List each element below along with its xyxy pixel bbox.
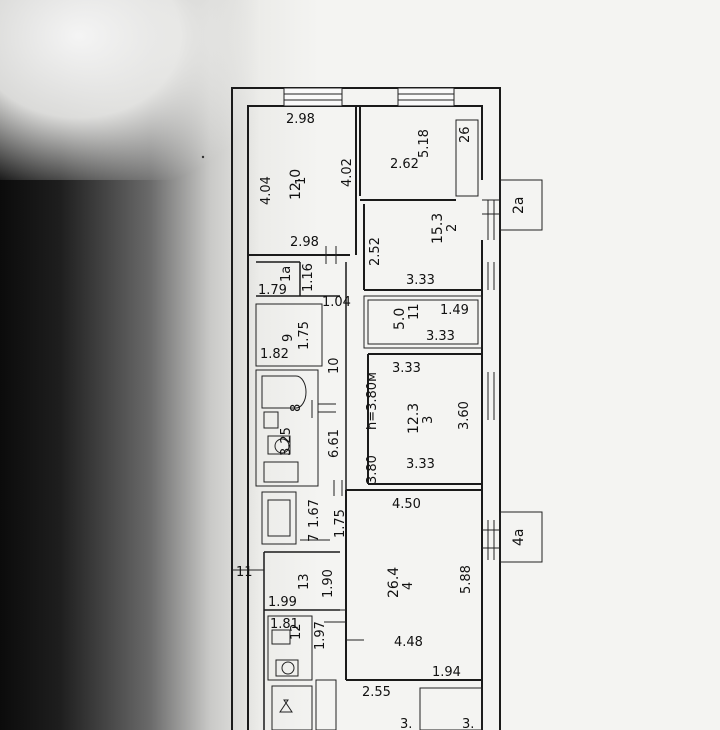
room3-number: 3 (421, 416, 436, 424)
room13-dim-h: 1.90 (321, 569, 336, 598)
room13-dim-w: 1.99 (268, 595, 297, 610)
stair-label: 11 (236, 565, 253, 580)
room1-number: 1 (294, 177, 309, 185)
room7-dim-h: 1.67 (307, 499, 322, 528)
room7-number: 7 (307, 534, 322, 542)
room9-dim-w: 1.82 (260, 347, 289, 362)
room11-area: 5.0 (392, 308, 408, 330)
room4-dim-right: 5.88 (459, 565, 474, 594)
room-10: 10 6.61 (327, 357, 342, 458)
room2-dim-corner: 26 (458, 126, 473, 143)
room3-height-note: h=3.80м (365, 372, 380, 430)
room1-dim-bottom: 2.98 (290, 235, 319, 250)
bottom-partial-dim-2: 3. (462, 717, 474, 730)
room2-dim-inner: 2.62 (390, 157, 419, 172)
room9-number: 9 (281, 334, 296, 342)
room8-number: 8 (289, 404, 304, 412)
room10-dim-h: 6.61 (327, 429, 342, 458)
room11-dim-h: 1.49 (440, 303, 469, 318)
room-11: 1.49 11 5.0 3.33 (392, 303, 469, 344)
light-patch (0, 0, 260, 180)
room2-dim-bottom: 3.33 (406, 273, 435, 288)
room-7: 1.67 7 1.75 (307, 499, 348, 542)
room9-dim-corridor: 1.04 (322, 295, 351, 310)
bottom-partial-dim-1: 3. (400, 717, 412, 730)
room8-dim-h: 3.25 (279, 427, 294, 456)
room2-number: 2 (445, 224, 460, 232)
room3-dim-left: 3.80 (365, 455, 380, 484)
room11-dim-w: 3.33 (426, 329, 455, 344)
partitions (232, 106, 483, 730)
room11-number: 11 (407, 303, 422, 320)
room1-area: 12.0 (288, 169, 304, 200)
room12-dim-h: 1.97 (313, 621, 328, 650)
room3-dim-bottom: 3.33 (406, 457, 435, 472)
room-9: 1.04 9 1.75 1.82 (260, 295, 351, 362)
room1-dim-left: 4.04 (259, 176, 274, 205)
room4-dim-top: 4.50 (392, 497, 421, 512)
room12-dim-w: 1.81 (270, 617, 299, 632)
speck (201, 155, 205, 159)
room-12: 1.81 12 1.97 (270, 617, 328, 650)
room3-dim-top: 3.33 (392, 361, 421, 376)
room-1a: 1a 1.16 1.79 (258, 263, 316, 298)
room-8: 8 3.25 (279, 404, 304, 456)
room2-dim-left: 2.52 (368, 237, 383, 266)
room4-dim-inner: 4.48 (394, 635, 423, 650)
room1a-number: 1a (279, 266, 294, 282)
room9-dim-h: 1.75 (297, 321, 312, 350)
room2-dim-top: 5.18 (417, 129, 432, 158)
room10-number: 10 (327, 357, 342, 374)
room13-number: 13 (297, 573, 312, 590)
room-13: 1.90 13 1.99 (268, 569, 336, 610)
balcony-2a (482, 179, 543, 240)
room1-dim-top: 2.98 (286, 112, 315, 127)
room-4: 4.50 4 26.4 5.88 4.48 1.94 2.55 (362, 497, 474, 700)
room4-number: 4 (401, 582, 416, 590)
room-1: 2.98 4.04 4.02 1 12.0 2.98 (259, 112, 355, 250)
balcony-2a-label: 2a (511, 197, 527, 215)
balcony-4a (482, 262, 543, 563)
room1a-dim-h: 1.16 (301, 263, 316, 292)
room3-area: 12.3 (406, 403, 422, 434)
room1a-dim-w: 1.79 (258, 283, 287, 298)
room-3: 3.33 h=3.80м 3.80 3 12.3 3.60 3.33 (365, 361, 472, 484)
room7-dim-corridor: 1.75 (333, 509, 348, 538)
room4-area: 26.4 (386, 567, 402, 598)
room4-dim-lower: 2.55 (362, 685, 391, 700)
room1-dim-right: 4.02 (340, 158, 355, 187)
room12-number: 12 (289, 623, 304, 640)
room4-dim-bottom: 1.94 (432, 665, 461, 680)
room2-area: 15.3 (430, 213, 446, 244)
balcony-4a-label: 4a (511, 529, 527, 547)
room3-dim-right: 3.60 (457, 401, 472, 430)
room-2: 5.18 26 2.62 2 15.3 2.52 3.33 (368, 126, 473, 288)
